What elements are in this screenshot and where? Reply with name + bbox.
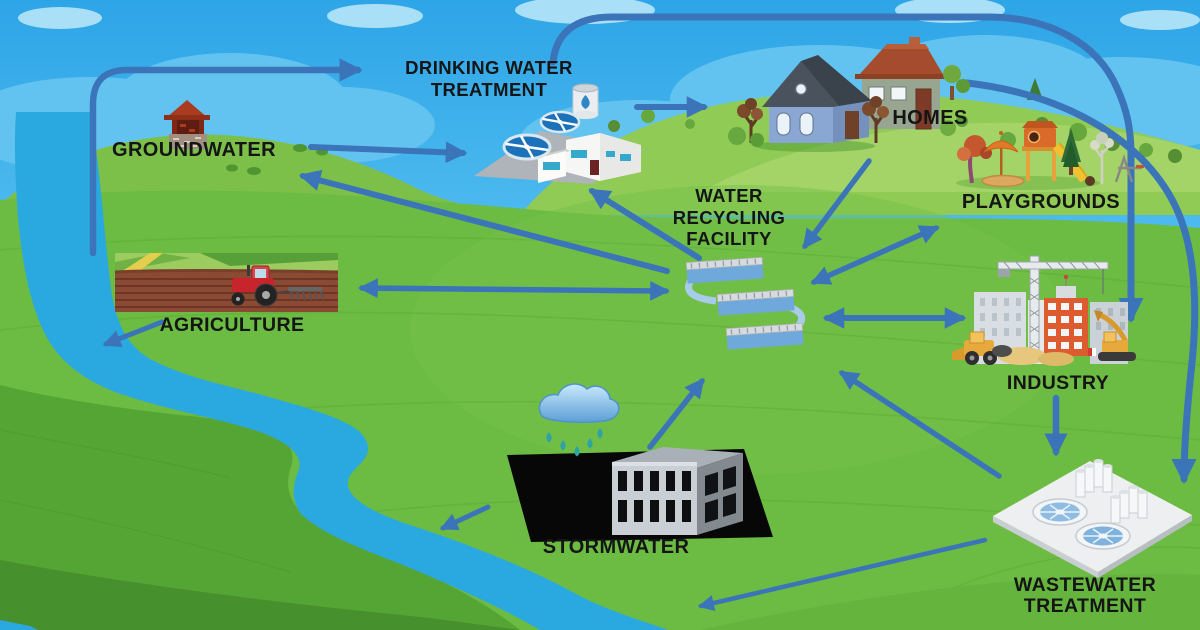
label-groundwater: GROUNDWATER — [111, 139, 277, 161]
label-homes: HOMES — [892, 107, 968, 129]
label-water-recycling-facility: WATER RECYCLING FACILITY — [672, 185, 786, 249]
arrow-wastewater-to-river — [697, 537, 988, 611]
parking-lot-rain-icon — [507, 383, 773, 542]
label-agriculture: AGRICULTURE — [159, 314, 305, 336]
droplet-icon — [581, 95, 590, 109]
tractor-field-icon — [114, 253, 339, 312]
rain-cloud-icon — [538, 383, 620, 457]
clarifier-tanks-icon — [993, 459, 1192, 578]
arrow-facility-agriculture — [358, 278, 670, 301]
arrow-drinking-water-to-industry — [549, 13, 1144, 324]
arrow-stormwater-to-river — [439, 504, 491, 531]
flow-arrows — [89, 13, 1199, 611]
water-treatment-plant-icon — [474, 83, 644, 184]
arrow-groundwater-to-drinking-water — [308, 141, 468, 164]
arrow-river-to-drinking-water — [89, 58, 363, 257]
clarifier-basin — [1032, 498, 1088, 526]
label-wastewater-treatment: WASTEWATER TREATMENT — [1013, 574, 1157, 617]
label-stormwater: STORMWATER — [542, 536, 690, 558]
recycling-basins-icon — [685, 256, 806, 350]
arrow-facility-to-drinking-water — [588, 188, 702, 261]
label-drinking-water-treatment: DRINKING WATER TREATMENT — [405, 57, 573, 100]
river — [0, 112, 669, 630]
arrow-facility-playgrounds — [810, 225, 940, 285]
arrow-wastewater-to-facility — [838, 370, 1002, 479]
clarifier-basin — [1075, 522, 1131, 550]
arrow-agriculture-to-river — [102, 319, 165, 348]
construction-site-icon — [952, 255, 1136, 366]
label-playgrounds: PLAYGROUNDS — [961, 191, 1121, 213]
playground-icon — [956, 121, 1144, 190]
storage-tanks — [1075, 459, 1148, 524]
houses-icon — [728, 37, 970, 152]
arrow-homes-to-wastewater — [963, 79, 1199, 485]
label-industry: INDUSTRY — [1006, 372, 1110, 394]
well-icon — [164, 100, 210, 149]
arrow-stormwater-to-facility — [647, 377, 705, 450]
arrow-facility-to-groundwater — [298, 169, 670, 274]
